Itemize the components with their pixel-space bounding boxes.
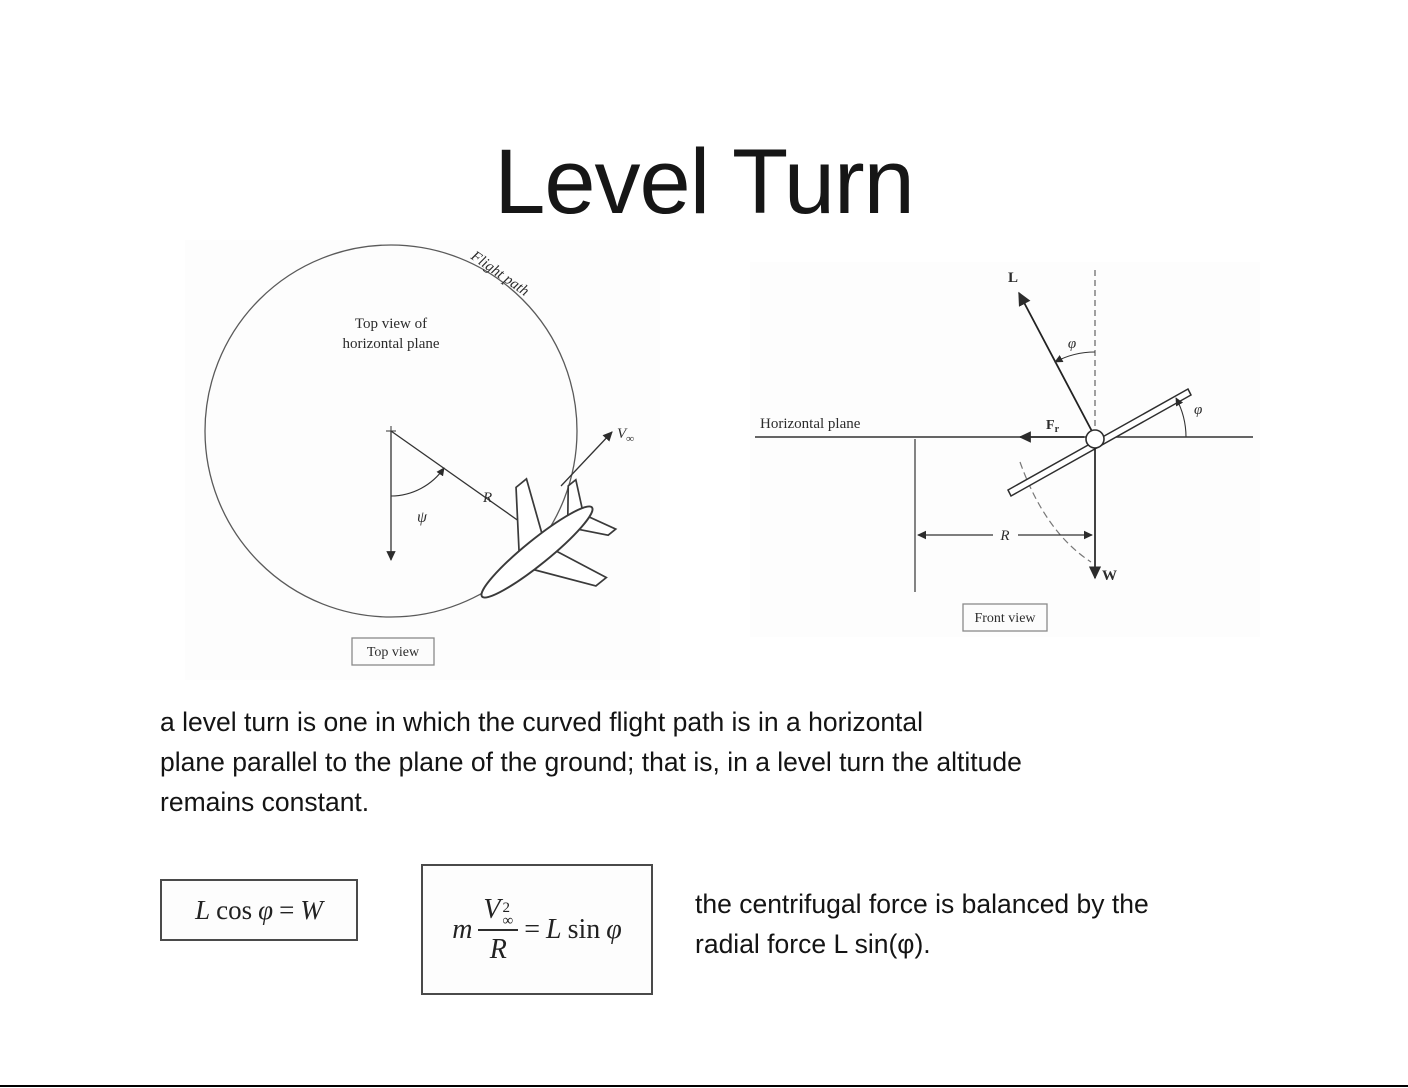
caption-line-2: radial force L sin(φ). bbox=[695, 929, 931, 959]
bank-angle-arc bbox=[1054, 351, 1096, 363]
eq1-weight: W bbox=[300, 894, 323, 925]
eq1-phi: φ bbox=[258, 894, 274, 925]
front-view-caption-label: Front view bbox=[974, 611, 1036, 626]
lift-arrow bbox=[1018, 291, 1096, 438]
top-view-caption-label: Top view bbox=[367, 645, 420, 660]
body-line-2: plane parallel to the plane of the groun… bbox=[160, 747, 1022, 777]
radius-label: R bbox=[482, 490, 492, 506]
front-view-diagram: Horizontal plane L φ Fr W R φ Front view bbox=[750, 262, 1260, 637]
swing-dashed-curve bbox=[1019, 461, 1092, 563]
body-paragraph: a level turn is one in which the curved … bbox=[160, 702, 1022, 822]
eq2-velocity: V bbox=[483, 893, 501, 925]
velocity-label: V∞ bbox=[617, 426, 634, 445]
body-line-1: a level turn is one in which the curved … bbox=[160, 707, 924, 737]
airplane-top-view bbox=[480, 477, 618, 599]
flight-path-label: Flight path bbox=[467, 248, 532, 300]
caption-line-1: the centrifugal force is balanced by the bbox=[695, 889, 1149, 919]
turn-radius-line bbox=[390, 430, 534, 532]
front-view-caption-frame bbox=[962, 603, 1048, 632]
body-line-3: remains constant. bbox=[160, 787, 370, 817]
plane-label-line1: Top view of bbox=[355, 316, 427, 332]
slide-title: Level Turn bbox=[494, 131, 915, 233]
front-view-caption-box: Front view bbox=[962, 603, 1048, 632]
lift-label: L bbox=[1008, 270, 1018, 286]
phi-right-label: φ bbox=[1194, 402, 1202, 418]
radius-label: R bbox=[999, 528, 1009, 544]
fuselage-circle bbox=[1085, 429, 1105, 449]
right-bank-arc bbox=[1175, 397, 1187, 438]
top-view-caption-frame bbox=[351, 637, 435, 666]
top-view-caption-box: Top view bbox=[351, 637, 435, 666]
eq2-denominator: R bbox=[489, 933, 507, 965]
airplane-fuselage bbox=[480, 505, 594, 599]
equation-lift-weight: L cos φ = W bbox=[160, 879, 358, 941]
radial-force-label: Fr bbox=[1046, 418, 1060, 435]
eq1-lift: L bbox=[195, 894, 211, 925]
caption-paragraph: the centrifugal force is balanced by the… bbox=[695, 884, 1149, 964]
eq2-lift: L bbox=[546, 913, 562, 945]
turn-angle-arc bbox=[390, 467, 445, 497]
eq2-phi: φ bbox=[606, 913, 622, 945]
eq2-equals: = bbox=[524, 913, 541, 945]
top-view-diagram: Flight path Top view of horizontal plane… bbox=[185, 240, 660, 680]
eq2-velocity-sup: 2 bbox=[502, 899, 511, 916]
plane-label-line2: horizontal plane bbox=[342, 336, 439, 352]
eq2-sin: sin bbox=[567, 913, 601, 945]
horizontal-plane-label: Horizontal plane bbox=[760, 416, 861, 432]
slide-bottom-rule bbox=[0, 1085, 1408, 1087]
psi-label: ψ bbox=[417, 509, 428, 526]
phi-label: φ bbox=[1068, 336, 1076, 352]
eq2-velocity-scripts: 2∞ bbox=[502, 899, 514, 929]
eq1-equals: = bbox=[279, 894, 295, 925]
flight-path-circle bbox=[204, 244, 578, 618]
eq2-velocity-sub: ∞ bbox=[502, 912, 514, 929]
velocity-arrow bbox=[560, 431, 613, 487]
weight-label: W bbox=[1102, 568, 1117, 584]
eq1-cos: cos bbox=[216, 894, 253, 925]
eq2-mass: m bbox=[452, 913, 473, 945]
